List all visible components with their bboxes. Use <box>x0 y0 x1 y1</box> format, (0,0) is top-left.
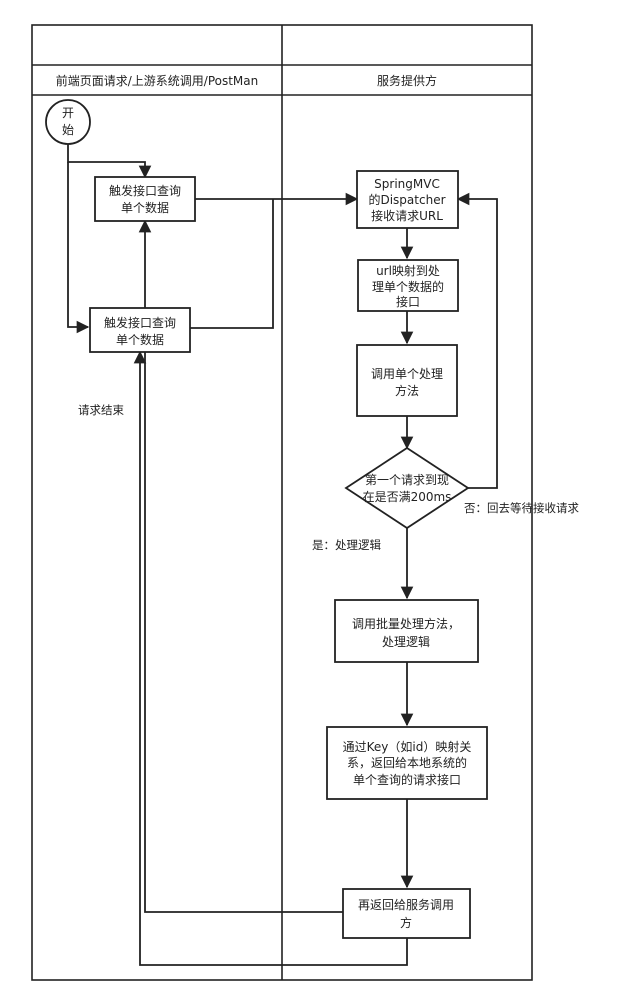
key-mapping-node: 通过Key（如id）映射关 系，返回给本地系统的 单个查询的请求接口 <box>326 726 488 800</box>
batch-handler-node: 调用批量处理方法， 处理逻辑 <box>334 599 479 663</box>
trigger-query-node-1-line-2: 单个数据 <box>121 200 169 215</box>
trigger-query-node-2-line-1: 触发接口查询 <box>104 315 176 330</box>
key-mapping-node-line-2: 系，返回给本地系统的 <box>347 755 467 770</box>
return-caller-node-line-2: 方 <box>400 915 412 930</box>
url-mapping-node-line-1: url映射到处 <box>376 263 440 278</box>
return-caller-node-line-1: 再返回给服务调用 <box>358 897 454 912</box>
dispatcher-node-line-1: SpringMVC <box>374 177 440 191</box>
trigger-query-node-2: 触发接口查询 单个数据 <box>89 307 191 353</box>
url-mapping-node-line-2: 理单个数据的 <box>372 279 444 294</box>
request-end-label: 请求结束 <box>78 403 124 417</box>
trigger-query-node-1-line-1: 触发接口查询 <box>109 183 181 198</box>
start-node: 开 始 <box>45 99 91 145</box>
trigger-query-node-2-line-2: 单个数据 <box>116 332 164 347</box>
decision-node-line-2: 在是否满200ms <box>363 490 452 504</box>
dispatcher-node-line-3: 接收请求URL <box>371 208 443 223</box>
trigger-query-node-1: 触发接口查询 单个数据 <box>94 176 196 222</box>
dispatcher-node-line-2: 的Dispatcher <box>368 192 445 207</box>
lane-header-right: 服务提供方 <box>377 73 437 88</box>
single-handler-node-line-2: 方法 <box>395 383 419 398</box>
url-mapping-node-line-3: 接口 <box>396 294 420 309</box>
batch-handler-node-line-2: 处理逻辑 <box>382 635 430 649</box>
decision-yes-label: 是：处理逻辑 <box>312 538 381 552</box>
single-handler-node: 调用单个处理 方法 <box>356 344 458 417</box>
start-node-line-1: 开 <box>62 106 74 120</box>
decision-node-line-1: 第一个请求到现 <box>365 473 449 487</box>
start-node-line-2: 始 <box>62 123 74 137</box>
lane-header-left: 前端页面请求/上游系统调用/PostMan <box>56 73 259 88</box>
url-mapping-node: url映射到处 理单个数据的 接口 <box>357 259 459 312</box>
single-handler-node-line-1: 调用单个处理 <box>371 367 443 381</box>
swimlane-frame <box>31 24 533 981</box>
edges <box>67 143 498 966</box>
key-mapping-node-line-1: 通过Key（如id）映射关 <box>343 739 472 754</box>
dispatcher-node: SpringMVC 的Dispatcher 接收请求URL <box>356 170 459 229</box>
key-mapping-node-line-3: 单个查询的请求接口 <box>353 772 461 787</box>
return-caller-node: 再返回给服务调用 方 <box>342 888 471 939</box>
batch-handler-node-line-1: 调用批量处理方法， <box>352 616 460 631</box>
decision-no-label: 否：回去等待接收请求 <box>464 501 579 515</box>
decision-node: 第一个请求到现 在是否满200ms <box>344 446 470 530</box>
